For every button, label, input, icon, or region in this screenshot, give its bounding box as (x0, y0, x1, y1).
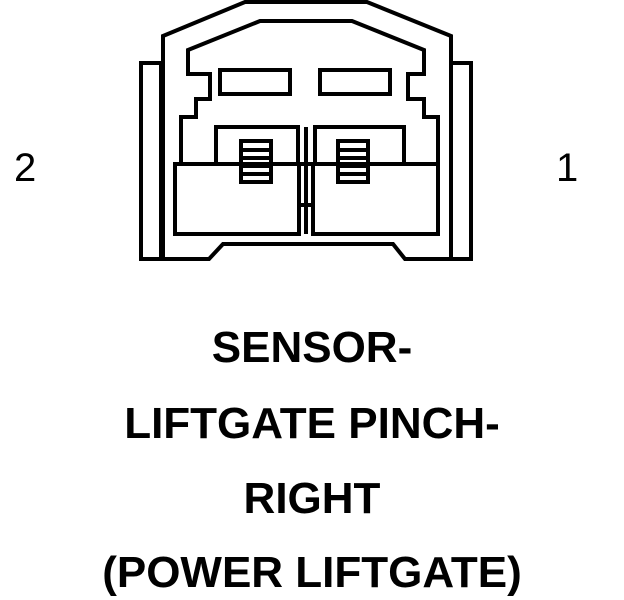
pin-2-terminal-block (173, 162, 301, 236)
pin-1-terminal-block (311, 162, 440, 236)
upper-right-slot (318, 68, 392, 96)
pin-1-label: 1 (556, 146, 579, 190)
pin-2-cavity-outline (214, 125, 300, 164)
left-side-rail (139, 61, 163, 261)
connector-inner-outline (179, 19, 440, 166)
pin-1-terminal-latch (336, 139, 370, 184)
right-side-rail (449, 61, 473, 261)
pin-2-label: 2 (14, 146, 37, 190)
connector-face-drawing (139, 0, 473, 261)
caption-line-2: LIFTGATE PINCH- (124, 399, 500, 448)
upper-left-slot (218, 68, 292, 96)
caption-line-1: SENSOR- (211, 323, 413, 372)
pin-2-terminal-latch (239, 139, 273, 184)
connector-housing-outline (161, 0, 453, 261)
pin-1-cavity-outline (313, 125, 406, 164)
caption-line-4: (POWER LIFTGATE) (102, 548, 522, 597)
caption-line-3: RIGHT (243, 474, 381, 523)
